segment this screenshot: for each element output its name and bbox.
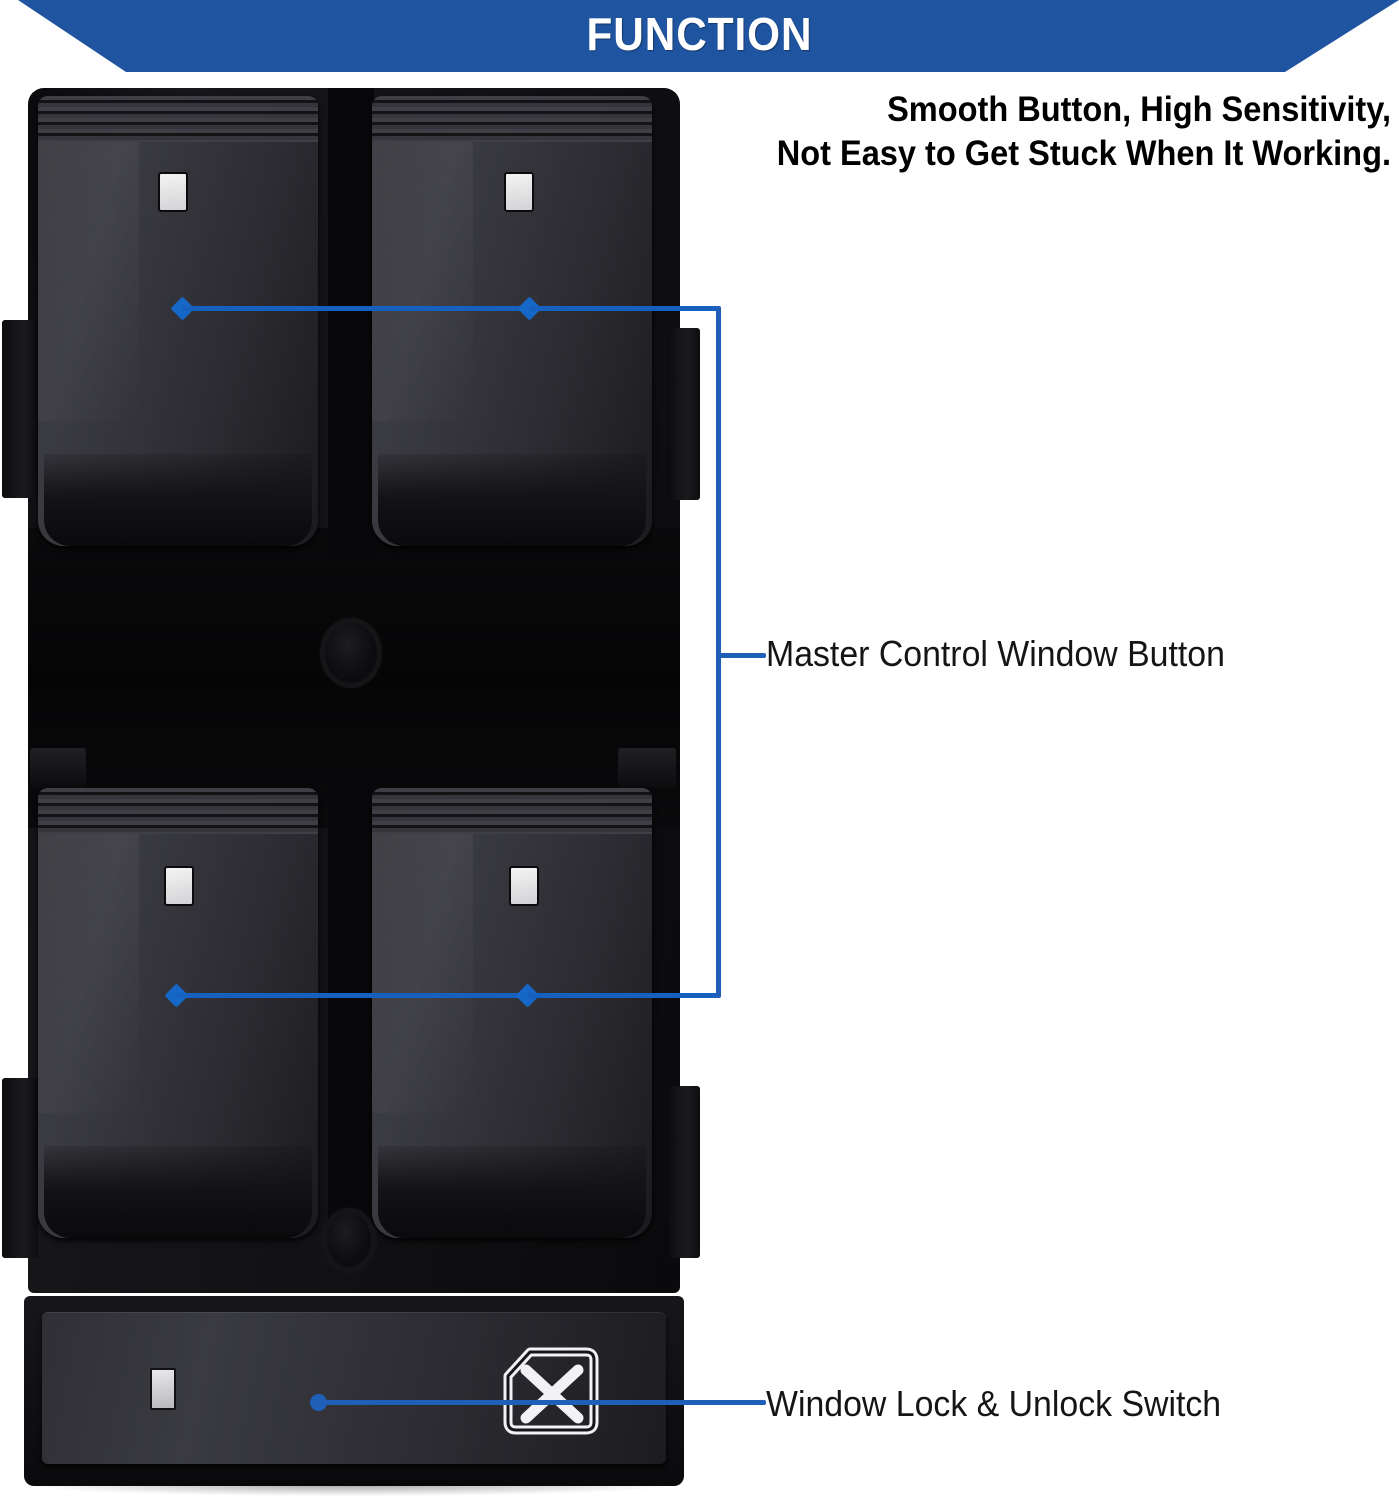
tagline-line-1: Smooth Button, High Sensitivity,: [887, 90, 1391, 129]
lock-indicator-icon: [150, 1368, 176, 1410]
window-lock-switch[interactable]: [42, 1312, 666, 1464]
button-indicator-icon: [158, 172, 188, 212]
button-lip: [44, 1146, 312, 1238]
function-banner: [18, 0, 1399, 72]
button-indicator-icon: [504, 172, 534, 212]
screw-boss-lower: [322, 1208, 376, 1272]
button-ribs: [372, 96, 652, 142]
tagline-block: Smooth Button, High Sensitivity, Not Eas…: [721, 88, 1391, 176]
button-ribs: [38, 788, 318, 834]
button-gloss: [38, 834, 139, 1113]
button-lip: [378, 1146, 646, 1238]
button-gloss: [372, 834, 473, 1113]
product-image: [0, 88, 700, 1496]
mounting-tab-right-lower: [668, 1086, 700, 1258]
lock-switch-housing: [24, 1296, 684, 1486]
leader-line-lower-a: [176, 993, 519, 998]
button-lip: [378, 454, 646, 546]
callout-label-window-lock: Window Lock & Unlock Switch: [766, 1383, 1222, 1424]
banner-title: FUNCTION: [586, 8, 813, 60]
retaining-clip-right: [618, 748, 676, 788]
button-indicator-icon: [164, 866, 194, 906]
button-ribs: [372, 788, 652, 834]
leader-line-lower-b: [527, 993, 720, 998]
tagline-line-2: Not Easy to Get Stuck When It Working.: [776, 134, 1391, 173]
mounting-tab-right-upper: [668, 328, 700, 500]
window-button-rear-right[interactable]: [372, 788, 652, 1238]
leader-bracket-vertical: [716, 306, 721, 998]
button-indicator-icon: [509, 866, 539, 906]
product-shadow: [30, 1480, 670, 1496]
leader-stub-master: [716, 653, 766, 658]
retaining-clip-left: [30, 748, 86, 788]
mounting-tab-left-upper: [2, 320, 38, 498]
button-divider-upper: [328, 88, 374, 558]
window-button-rear-left[interactable]: [38, 788, 318, 1238]
callout-label-master-control: Master Control Window Button: [766, 633, 1225, 674]
button-gloss: [372, 142, 473, 421]
leader-line-upper-b: [529, 306, 720, 311]
leader-line-lock: [318, 1400, 766, 1405]
window-button-front-right[interactable]: [372, 96, 652, 546]
screw-boss-upper: [320, 618, 382, 688]
button-gloss: [38, 142, 139, 421]
window-button-front-left[interactable]: [38, 96, 318, 546]
mounting-tab-left-lower: [2, 1078, 38, 1258]
leader-line-upper-a: [182, 306, 530, 311]
button-ribs: [38, 96, 318, 142]
button-divider-lower: [328, 778, 374, 1248]
window-lock-icon: [498, 1342, 604, 1440]
button-lip: [44, 454, 312, 546]
